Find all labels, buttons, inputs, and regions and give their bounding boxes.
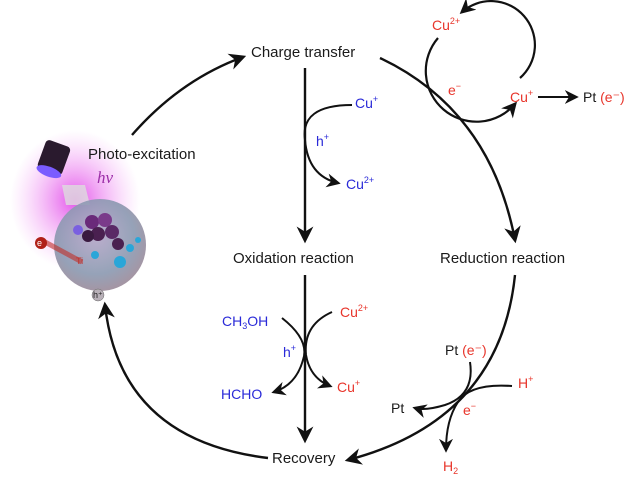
arrow-photo-to-charge — [131, 53, 247, 136]
hydrogen-gas: H2 — [443, 458, 459, 476]
reduction-pt-e: Pt (e⁻) — [445, 342, 487, 358]
reduction-electron: e− — [463, 401, 477, 418]
stage-oxidation: Oxidation reaction — [233, 250, 354, 267]
arrow-recovery-to-catalyst — [98, 301, 269, 460]
cluster-atoms — [73, 213, 124, 250]
light-energy-label: hν — [97, 168, 114, 187]
arrow-hole-cu — [303, 104, 353, 188]
cycle-cu2: Cu2+ — [432, 16, 461, 33]
stage-recovery: Recovery — [272, 450, 336, 467]
oxidation-hole: h+ — [283, 343, 297, 360]
arrow-charge-to-reduction — [379, 56, 521, 244]
cycle-electron: e− — [448, 81, 462, 98]
arrow-cu2-to-cu1 — [304, 311, 333, 389]
stage-photo-excitation: Photo-excitation — [88, 146, 196, 163]
electron-ball — [35, 237, 47, 249]
lamp-icon — [36, 140, 71, 179]
methanol: CH3OH — [222, 313, 269, 331]
arrow-methanol-to-hcho — [271, 317, 306, 396]
stage-charge-transfer: Charge transfer — [251, 44, 356, 61]
hole-cu1: Cu+ — [355, 94, 379, 111]
arrow-reduction-to-recovery — [344, 274, 517, 465]
cycle-pt-e: Pt (e⁻) — [583, 89, 625, 105]
hole-label: h⁺ — [93, 290, 103, 300]
photocatalyst-illustration — [10, 130, 146, 302]
reduction-pt: Pt — [391, 400, 405, 416]
arrow-pte-to-pt — [412, 361, 472, 418]
arrow-hplus-to-h2 — [439, 384, 513, 453]
hole-h: h+ — [316, 132, 330, 149]
hole-cu2: Cu2+ — [346, 175, 375, 192]
oxidation-cu1: Cu+ — [337, 378, 361, 395]
ti-atoms — [91, 237, 141, 268]
electron-label: e — [37, 238, 43, 248]
hole-ball — [91, 288, 105, 302]
oxidation-cu2: Cu2+ — [340, 303, 369, 320]
arrow-cu-cycle-bottom — [424, 37, 518, 123]
arrow-cu-cycle-top — [459, 0, 537, 79]
formaldehyde: HCHO — [221, 386, 263, 402]
cycle-cu1: Cu+ — [510, 88, 534, 105]
ti-label: Ti — [76, 256, 84, 266]
stage-reduction: Reduction reaction — [440, 250, 566, 267]
reduction-h-plus: H+ — [518, 374, 534, 391]
